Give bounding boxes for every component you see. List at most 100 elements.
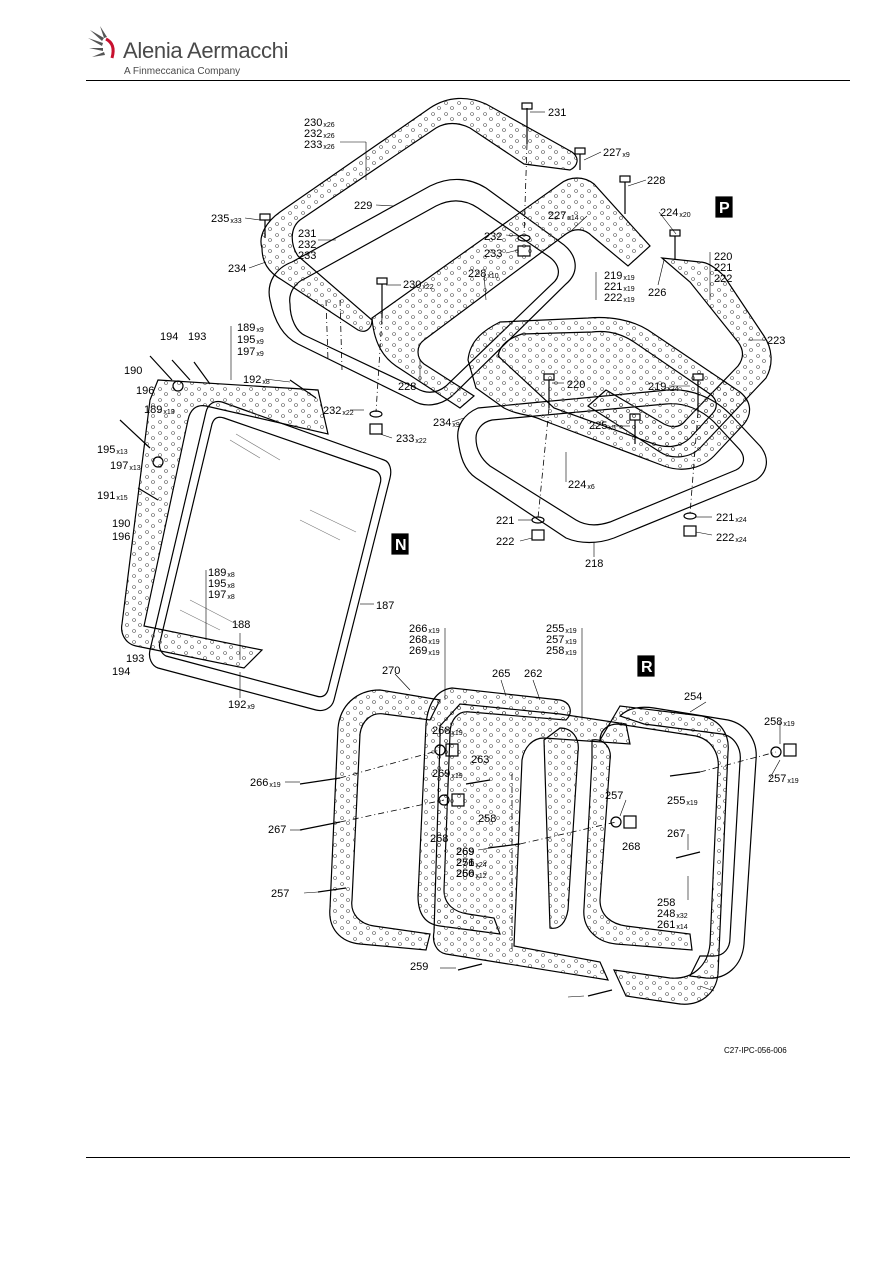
item-number: 232 — [484, 231, 502, 243]
callout-label: 257 — [271, 888, 289, 900]
item-quantity: x19 — [451, 730, 462, 737]
item-number: 220 — [714, 251, 732, 263]
item-number: 190 — [124, 365, 142, 377]
callout-label: 229 — [354, 200, 372, 212]
callout-label: 221 — [496, 515, 514, 527]
item-quantity: x9 — [622, 152, 630, 159]
callout-label: 256 — [456, 857, 474, 869]
frame-229 — [268, 178, 576, 406]
item-number: 232 — [298, 239, 316, 251]
item-quantity: x8 — [227, 583, 235, 590]
item-number: 229 — [354, 200, 372, 212]
callout-label: 193 — [188, 331, 206, 343]
item-number: 197 — [237, 346, 255, 358]
item-number: 248 — [657, 908, 675, 920]
leader-lines — [205, 111, 781, 998]
item-quantity: x9 — [247, 704, 255, 711]
callout-label: 197x13 — [110, 460, 141, 472]
callout-label: 220 — [714, 251, 732, 263]
item-quantity: x13 — [129, 465, 140, 472]
item-number: 231 — [298, 228, 316, 240]
frame-259 — [599, 705, 729, 1005]
callout-label: 268 — [430, 833, 448, 845]
item-number: 228 — [398, 381, 416, 393]
item-quantity: x26 — [323, 144, 334, 151]
callout-label: 266x19 — [250, 777, 281, 789]
item-quantity: x19 — [269, 782, 280, 789]
callout-label: 196 — [136, 385, 154, 397]
item-number: 233 — [396, 433, 414, 445]
item-number: 260 — [456, 868, 474, 880]
screw-icon — [119, 355, 317, 501]
item-number: 233 — [484, 248, 502, 260]
item-number: 235 — [211, 213, 229, 225]
item-number: 234 — [228, 263, 246, 275]
callout-label: 224x6 — [568, 479, 595, 491]
callout-label: 224x20 — [660, 207, 691, 219]
callout-label: 255x19 — [667, 795, 698, 807]
callout-label: 234 — [228, 263, 246, 275]
callout-label: 256 — [456, 868, 474, 880]
item-number: 258 — [764, 716, 782, 728]
callout-label: 232x26 — [304, 128, 335, 140]
item-number: 195 — [97, 444, 115, 456]
item-number: 194 — [160, 331, 178, 343]
callout-label: 232 — [298, 239, 316, 251]
item-quantity: x32 — [676, 913, 687, 920]
item-number: 221 — [714, 262, 732, 274]
item-number: 189 — [208, 567, 226, 579]
item-number: 269 — [456, 846, 474, 858]
callout-label: 222x19 — [604, 292, 635, 304]
item-quantity: x19 — [565, 639, 576, 646]
item-quantity: x19 — [623, 286, 634, 293]
callout-label: 258x19 — [764, 716, 795, 728]
item-quantity: x14 — [676, 924, 687, 931]
callout-label: 221 — [714, 262, 732, 274]
callout-label: 258 — [478, 813, 496, 825]
item-number: 230 — [304, 117, 322, 129]
callout-label: 188 — [232, 619, 250, 631]
item-number: 221 — [716, 512, 734, 524]
item-number: 258 — [546, 645, 564, 657]
callout-label: 254 — [684, 691, 702, 703]
callout-labels: 231227x9228224x20230x26232x26233x26235x3… — [97, 107, 799, 973]
callout-label: 269 — [456, 846, 474, 858]
item-number: 222 — [714, 273, 732, 285]
item-quantity: x19 — [787, 778, 798, 785]
item-number: 271 — [456, 857, 474, 869]
callout-label: 222 — [496, 536, 514, 548]
frame-262 — [432, 703, 631, 981]
alenia-logo-icon — [88, 26, 115, 59]
item-number: 221 — [496, 515, 514, 527]
item-quantity: x24 — [667, 386, 678, 393]
exploded-assembly-diagram: P N R 231227x9228224x20230x26232x26233x2… — [97, 97, 799, 1005]
item-number: 262 — [524, 668, 542, 680]
assembly-n — [119, 355, 409, 712]
item-quantity: x19 — [451, 773, 462, 780]
item-number: 219 — [648, 381, 666, 393]
callout-label: 268x19 — [432, 725, 463, 737]
item-quantity: x22 — [415, 438, 426, 445]
callout-label: 257 — [605, 790, 623, 802]
item-number: 230 — [403, 279, 421, 291]
item-number: 231 — [548, 107, 566, 119]
item-number: 222 — [604, 292, 622, 304]
callout-label: 193 — [126, 653, 144, 665]
callout-label: 255x19 — [546, 623, 577, 635]
item-quantity: x8 — [227, 572, 235, 579]
item-number: 270 — [382, 665, 400, 677]
callout-label: 258 — [657, 897, 675, 909]
page-header: Alenia Aermacchi A Finmeccanica Company — [0, 0, 893, 82]
item-number: 256 — [456, 857, 474, 869]
item-number: 266 — [409, 623, 427, 635]
item-number: 226 — [648, 287, 666, 299]
item-number: 187 — [376, 600, 394, 612]
item-number: 267 — [268, 824, 286, 836]
callout-label: 225x5 — [589, 420, 616, 432]
callout-label: 231 — [298, 228, 316, 240]
item-quantity: x10 — [487, 273, 498, 280]
callout-label: 227x14 — [548, 210, 579, 222]
frame-254 — [618, 706, 757, 979]
item-quantity: x19 — [565, 650, 576, 657]
assembly-p — [259, 97, 772, 544]
